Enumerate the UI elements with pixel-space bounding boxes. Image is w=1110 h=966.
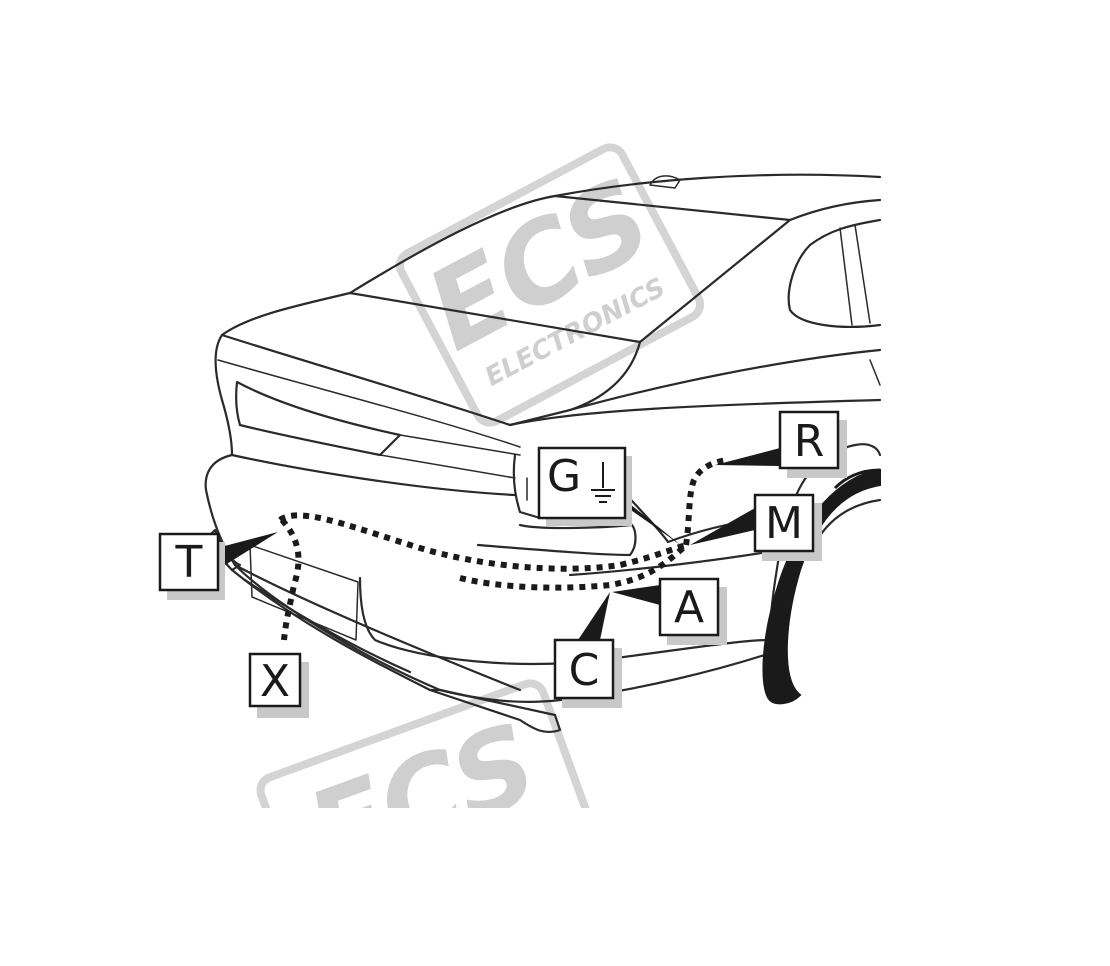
label-m-box: [753, 493, 815, 553]
label-x-text: X: [260, 656, 290, 707]
label-t-pointer: [217, 532, 278, 570]
label-x-callout: X: [248, 652, 309, 718]
label-r-text: R: [794, 416, 825, 467]
label-c-box: [553, 638, 615, 700]
label-m-text: M: [765, 498, 803, 549]
label-c-callout: C: [553, 592, 622, 708]
car-outline: [204, 173, 882, 734]
label-a-callout: A: [612, 577, 727, 645]
label-c-pointer: [578, 592, 610, 640]
ecs-watermark-upper: ECS ELECTRONICS: [395, 143, 705, 427]
label-x-box: [248, 652, 302, 708]
label-a-box: [658, 577, 720, 637]
route-lower: [459, 542, 689, 591]
route-main: [278, 512, 687, 572]
label-t-callout: T: [158, 532, 278, 600]
label-g-text: G: [547, 451, 581, 502]
label-r-box: [778, 410, 840, 470]
label-t-box: [158, 532, 220, 592]
ecs-watermark-lower: ECS: [256, 679, 604, 898]
label-t-text: T: [175, 537, 203, 588]
label-a-pointer: [612, 585, 660, 605]
label-a-text: A: [674, 582, 704, 633]
label-r-pointer: [715, 448, 780, 466]
route-x-branch: [279, 517, 302, 641]
wiring-route: [278, 457, 729, 641]
label-g-box: [537, 446, 627, 520]
route-r-branch: [683, 457, 729, 546]
label-r-callout: R: [715, 410, 847, 478]
ground-symbol-icon: [591, 462, 615, 503]
label-m-pointer: [690, 508, 755, 545]
watermark-brand-text-lower: ECS: [292, 699, 553, 898]
label-g-callout: G: [537, 446, 682, 546]
label-m-callout: M: [690, 493, 822, 561]
label-c-text: C: [569, 645, 600, 696]
